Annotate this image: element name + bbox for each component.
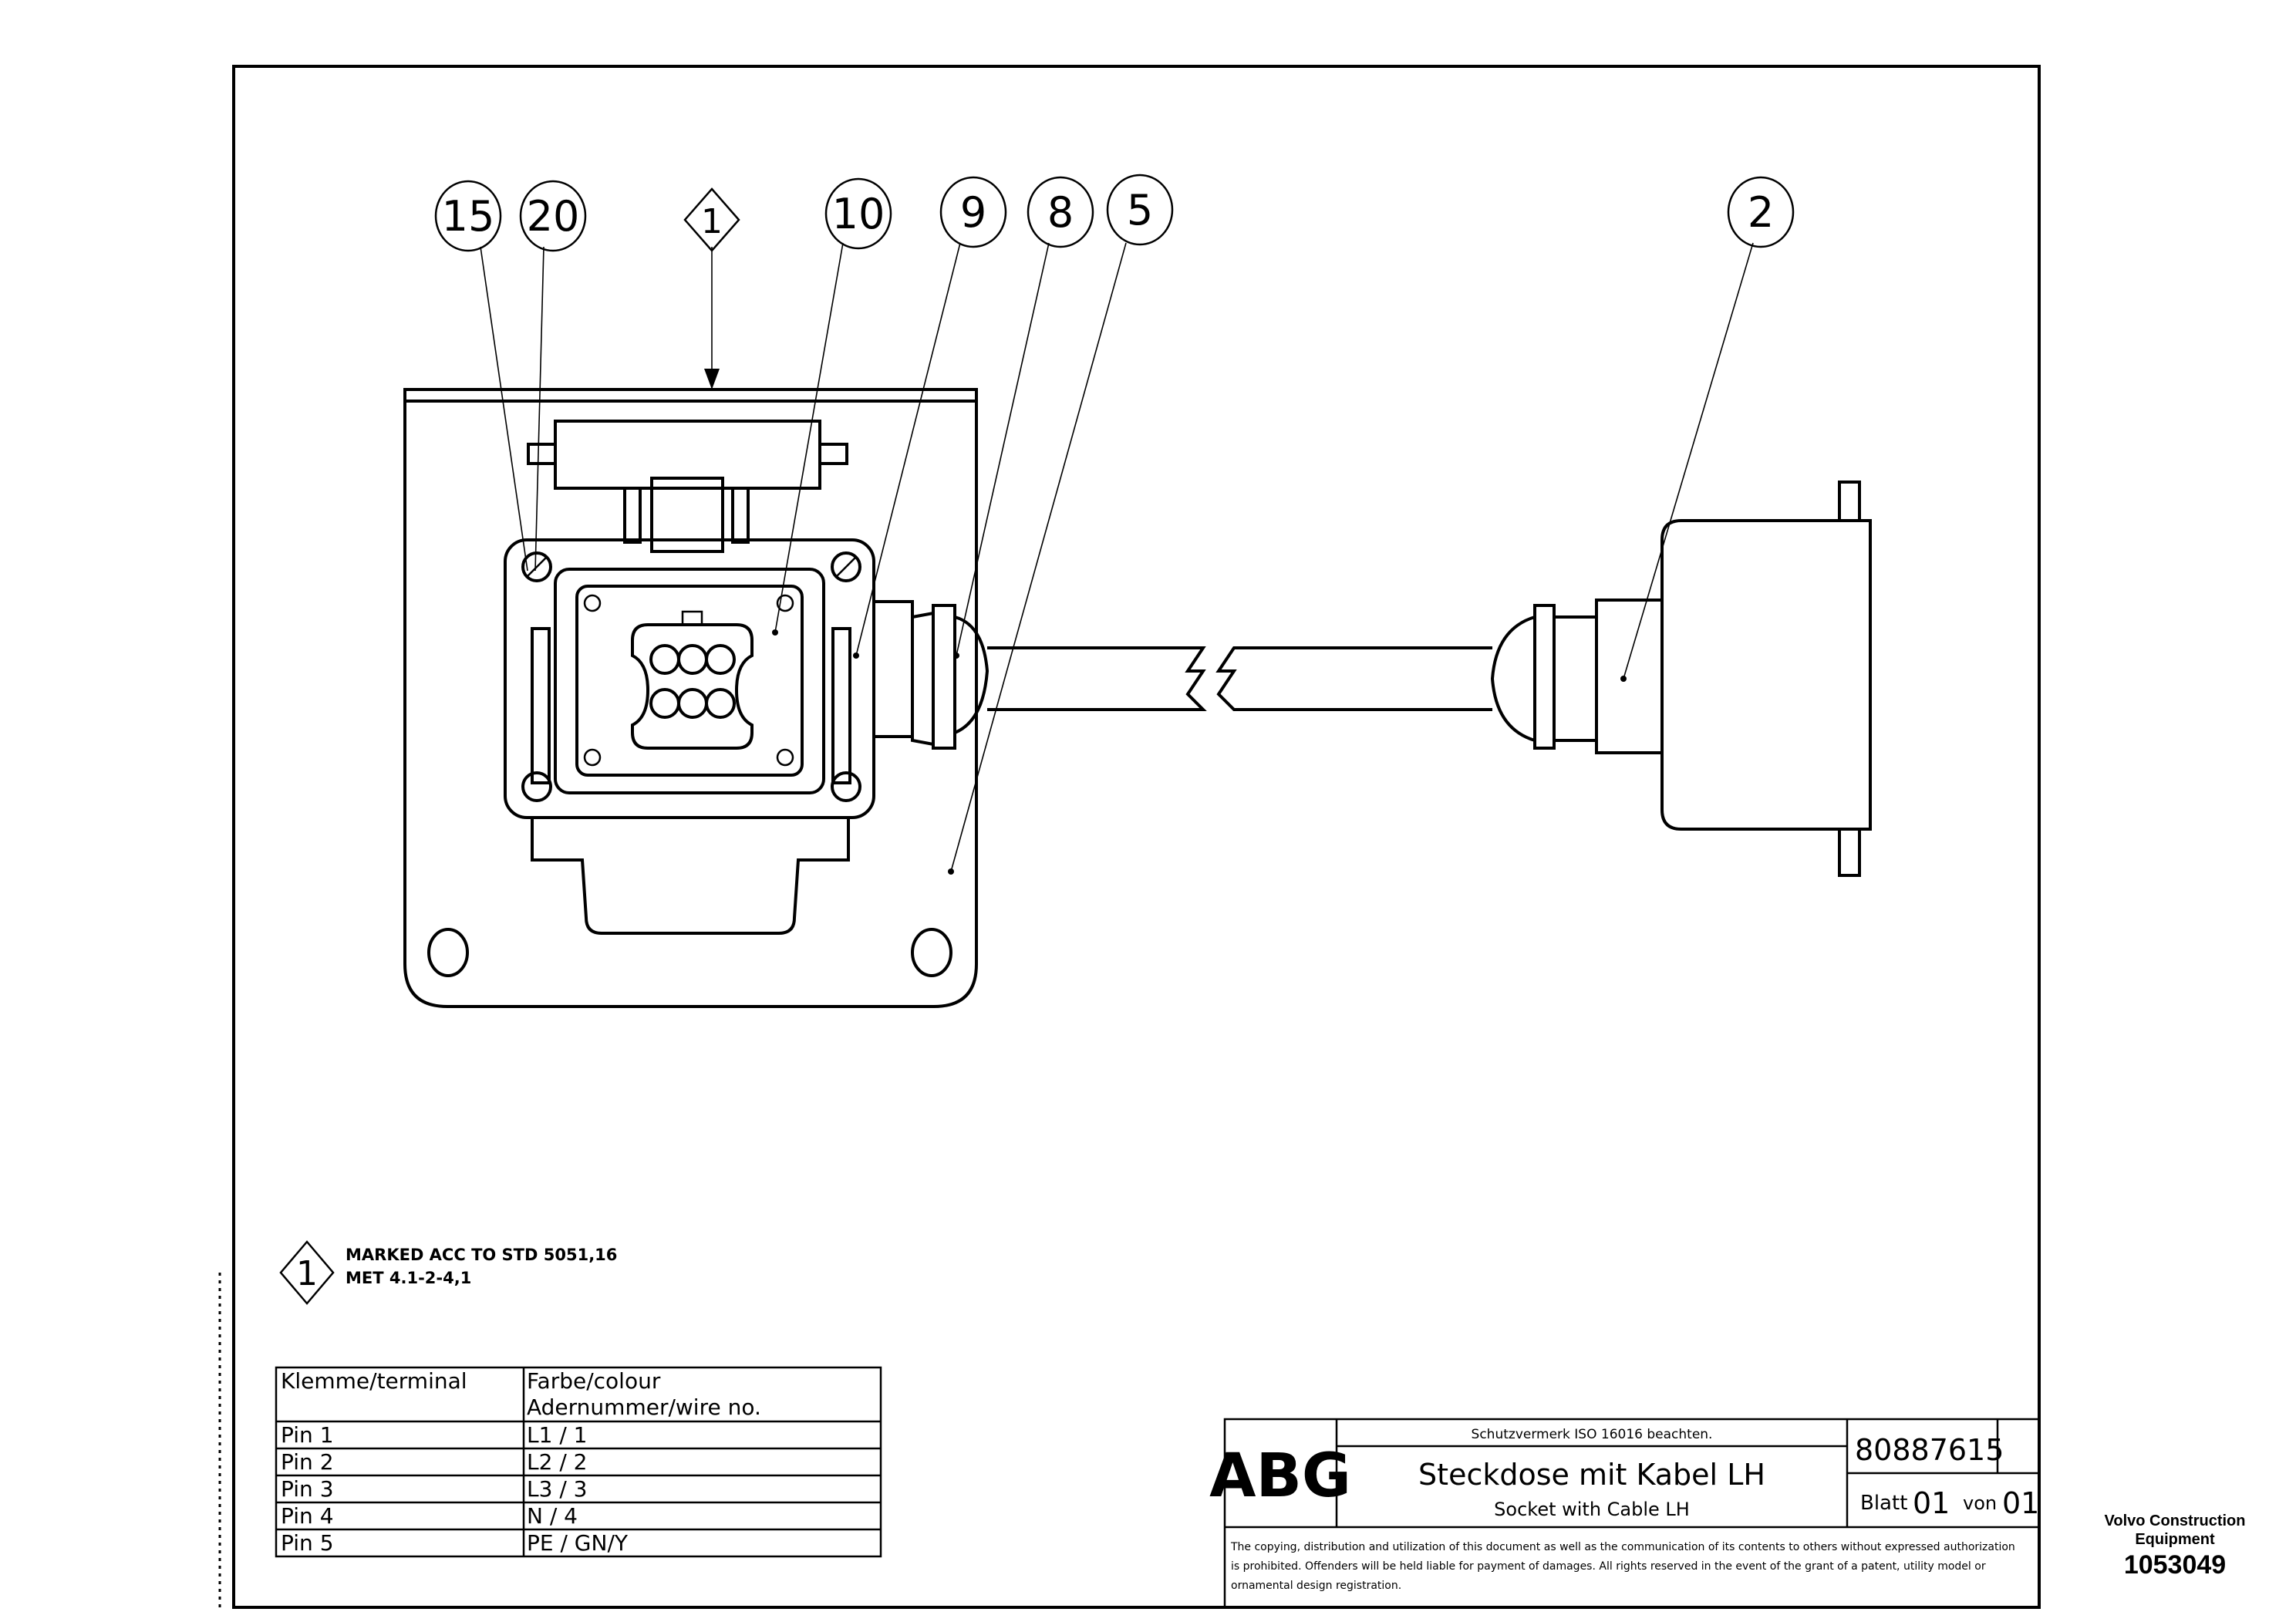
marking-note: 1 MARKED ACC TO STD 5051,16 MET 4.1-2-4,… bbox=[279, 1240, 617, 1305]
cable bbox=[987, 646, 1492, 711]
plug-housing bbox=[1660, 481, 1872, 877]
copyright-line: The copying, distribution and utilizatio… bbox=[1230, 1541, 2015, 1553]
wire-table-cell: N / 4 bbox=[527, 1503, 578, 1529]
cable-gland-plug bbox=[1490, 599, 1664, 754]
contact-insert bbox=[631, 610, 754, 750]
wire-table-cell: L2 / 2 bbox=[527, 1449, 587, 1475]
wire-table-cell: Pin 4 bbox=[281, 1503, 334, 1529]
volvo-brand: Volvo Construction Equipment bbox=[2082, 1512, 2267, 1549]
sheet-label: Blatt bbox=[1860, 1492, 1907, 1515]
svg-text:MARKED ACC TO STD 5051,16: MARKED ACC TO STD 5051,16 bbox=[346, 1246, 617, 1264]
wire-table-cell: Pin 3 bbox=[281, 1476, 334, 1502]
sheet-total: 01 bbox=[2002, 1486, 2039, 1520]
svg-text:8: 8 bbox=[1047, 188, 1074, 237]
svg-text:2: 2 bbox=[1748, 188, 1774, 237]
cable-gland-socket bbox=[872, 600, 990, 750]
balloon-8: 8 bbox=[1027, 176, 1094, 248]
volvo-label: Volvo Construction Equipment 1053049 bbox=[2082, 1512, 2267, 1581]
wire-table-cell: L3 / 3 bbox=[527, 1476, 587, 1502]
wire-table-cell: Pin 1 bbox=[281, 1422, 334, 1448]
svg-text:5: 5 bbox=[1127, 186, 1153, 234]
wire-table-cell: Pin 5 bbox=[281, 1530, 334, 1556]
volvo-part-number: 1053049 bbox=[2123, 1550, 2227, 1580]
title-block: ABG Schutzvermerk ISO 16016 beachten. St… bbox=[1209, 1418, 2041, 1609]
svg-text:20: 20 bbox=[527, 192, 580, 241]
wire-table-header-colour: Farbe/colour bbox=[527, 1368, 661, 1394]
title-english: Socket with Cable LH bbox=[1494, 1499, 1690, 1520]
volvo-brand-line2: Equipment bbox=[2135, 1531, 2215, 1548]
balloon-9: 9 bbox=[939, 176, 1007, 248]
copyright-line: ornamental design registration. bbox=[1231, 1580, 1401, 1592]
balloon-15: 15 bbox=[434, 180, 502, 252]
balloon-5: 5 bbox=[1106, 174, 1174, 246]
wire-table-cell: Pin 2 bbox=[281, 1449, 334, 1475]
protection-note: Schutzvermerk ISO 16016 beachten. bbox=[1472, 1427, 1713, 1442]
wire-table-cell: L1 / 1 bbox=[527, 1422, 587, 1448]
socket-housing bbox=[504, 538, 875, 819]
title-german: Steckdose mit Kabel LH bbox=[1418, 1458, 1765, 1492]
wire-table-header-terminal: Klemme/terminal bbox=[281, 1368, 467, 1394]
balloon-20: 20 bbox=[519, 180, 587, 252]
svg-text:1: 1 bbox=[296, 1254, 318, 1293]
wire-table-cell: PE / GN/Y bbox=[527, 1530, 629, 1556]
housing-lower-part bbox=[531, 816, 850, 935]
volvo-brand-line1: Volvo Construction bbox=[2104, 1512, 2246, 1529]
svg-text:10: 10 bbox=[832, 190, 885, 238]
drawing-number: 80887615 bbox=[1855, 1433, 2004, 1467]
copyright-line: is prohibited. Offenders will be held li… bbox=[1231, 1560, 1986, 1573]
svg-text:MET 4.1-2-4,1: MET 4.1-2-4,1 bbox=[346, 1269, 471, 1287]
wire-table: Klemme/terminal Farbe/colour Adernummer/… bbox=[275, 1366, 882, 1558]
socket-lid bbox=[527, 420, 848, 553]
svg-text:1: 1 bbox=[701, 202, 723, 241]
diamond-marker: 1 bbox=[683, 187, 740, 252]
balloon-2: 2 bbox=[1727, 176, 1795, 248]
svg-text:15: 15 bbox=[442, 192, 495, 241]
drawing-frame bbox=[232, 65, 2041, 1609]
leader-dots bbox=[772, 629, 1627, 875]
leader-lines bbox=[480, 242, 1754, 872]
sheet-number: 01 bbox=[1913, 1486, 1950, 1520]
balloon-10: 10 bbox=[824, 177, 892, 250]
svg-text:9: 9 bbox=[960, 188, 986, 237]
of-label: von bbox=[1963, 1492, 1997, 1514]
wire-table-header-wire-no: Adernummer/wire no. bbox=[527, 1394, 761, 1420]
mounting-plate bbox=[403, 388, 978, 1008]
abg-logo: ABG bbox=[1209, 1442, 1351, 1511]
